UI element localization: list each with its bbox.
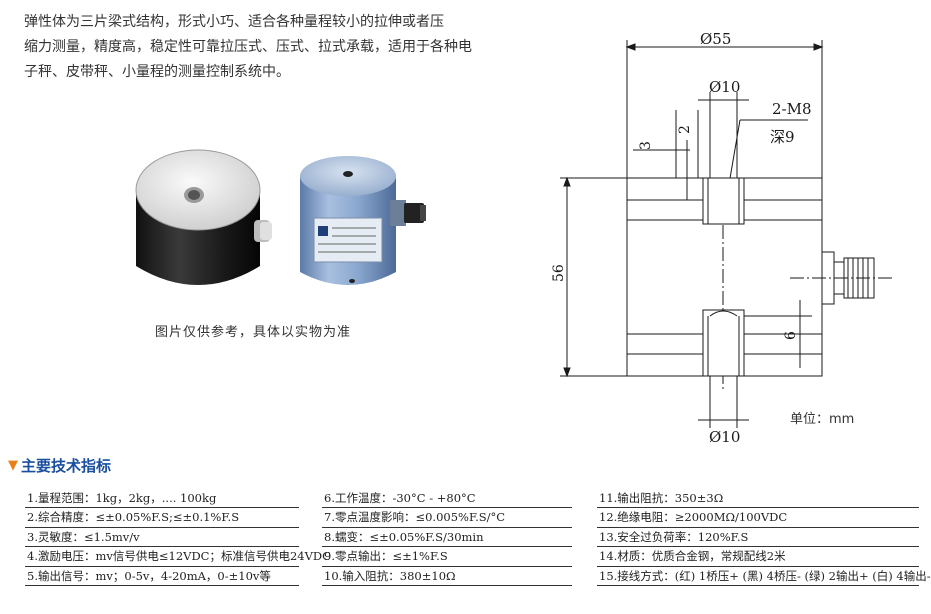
spec-row: 9.零点输出：≤±1%F.S xyxy=(322,547,572,567)
photo-caption: 图片仅供参考，具体以实物为准 xyxy=(155,325,352,340)
spec-row: 8.蠕变：≤±0.05%F.S/30min xyxy=(322,528,572,548)
description-line: 弹性体为三片梁式结构，形式小巧、适合各种量程较小的拉伸或者压 xyxy=(24,14,444,30)
spec-column-2: 6.工作温度：-30°C - +80°C 7.零点温度影响：≤0.005%F.S… xyxy=(322,489,572,586)
depth-label: 深9 xyxy=(770,128,795,146)
dim-height: 56 xyxy=(551,264,567,282)
spec-row: 12.绝缘电阻：≥2000MΩ/100VDC xyxy=(597,508,919,528)
thread-label: 2-M8 xyxy=(772,100,812,118)
spec-column-3: 11.输出阻抗：350±3Ω 12.绝缘电阻：≥2000MΩ/100VDC 13… xyxy=(597,489,931,586)
spec-row: 7.零点温度影响：≤0.005%F.S/°C xyxy=(322,508,572,528)
section-title-text: 主要技术指标 xyxy=(21,457,112,475)
spec-row: 2.综合精度：≤±0.05%F.S;≤±0.1%F.S xyxy=(25,508,299,528)
spec-row: 1.量程范围：1kg，2kg，.... 100kg xyxy=(25,489,299,509)
dim-6: 6 xyxy=(783,331,799,340)
unit-label: 单位：mm xyxy=(790,412,855,427)
description-line: 缩力测量，精度高，稳定性可靠拉压式、压式、拉式承载，适用于各种电 xyxy=(24,39,472,55)
dim-3: 3 xyxy=(638,141,654,150)
product-description: 弹性体为三片梁式结构，形式小巧、适合各种量程较小的拉伸或者压 缩力测量，精度高，… xyxy=(24,10,524,85)
product-photo-black xyxy=(135,149,272,285)
dim-bottom-hole: Ø10 xyxy=(709,428,740,446)
spec-row: 14.材质：优质合金钢，常规配线2米 xyxy=(597,547,919,567)
dim-outer-diameter: Ø55 xyxy=(700,30,731,48)
spec-row: 13.安全过负荷率：120%F.S xyxy=(597,528,919,548)
section-title: ▼ 主要技术指标 xyxy=(8,455,111,476)
spec-column-1: 1.量程范围：1kg，2kg，.... 100kg 2.综合精度：≤±0.05%… xyxy=(25,489,331,586)
dim-top-hole: Ø10 xyxy=(709,78,740,96)
triangle-icon: ▼ xyxy=(8,458,18,473)
spec-row: 3.灵敏度：≤1.5mv/v xyxy=(25,528,299,548)
spec-row: 11.输出阻抗：350±3Ω xyxy=(597,489,919,509)
spec-row: 15.接线方式：(红) 1桥压+ (黑) 4桥压- (绿) 2输出+ (白) 4… xyxy=(597,567,931,586)
technical-drawing: Ø55 Ø10 2-M8 深9 Ø10 2 3 56 6 xyxy=(551,30,892,446)
spec-row: 10.输入阻抗：380±10Ω xyxy=(322,567,572,586)
spec-row: 6.工作温度：-30°C - +80°C xyxy=(322,489,572,509)
spec-row: 4.激励电压：mv信号供电≤12VDC；标准信号供电24VDC xyxy=(25,547,331,567)
spec-row: 5.输出信号：mv；0-5v，4-20mA，0-±10v等 xyxy=(25,567,299,586)
product-photo-blue xyxy=(300,156,426,285)
dim-2: 2 xyxy=(677,125,693,134)
description-line: 子秤、皮带秤、小量程的测量控制系统中。 xyxy=(24,64,290,80)
